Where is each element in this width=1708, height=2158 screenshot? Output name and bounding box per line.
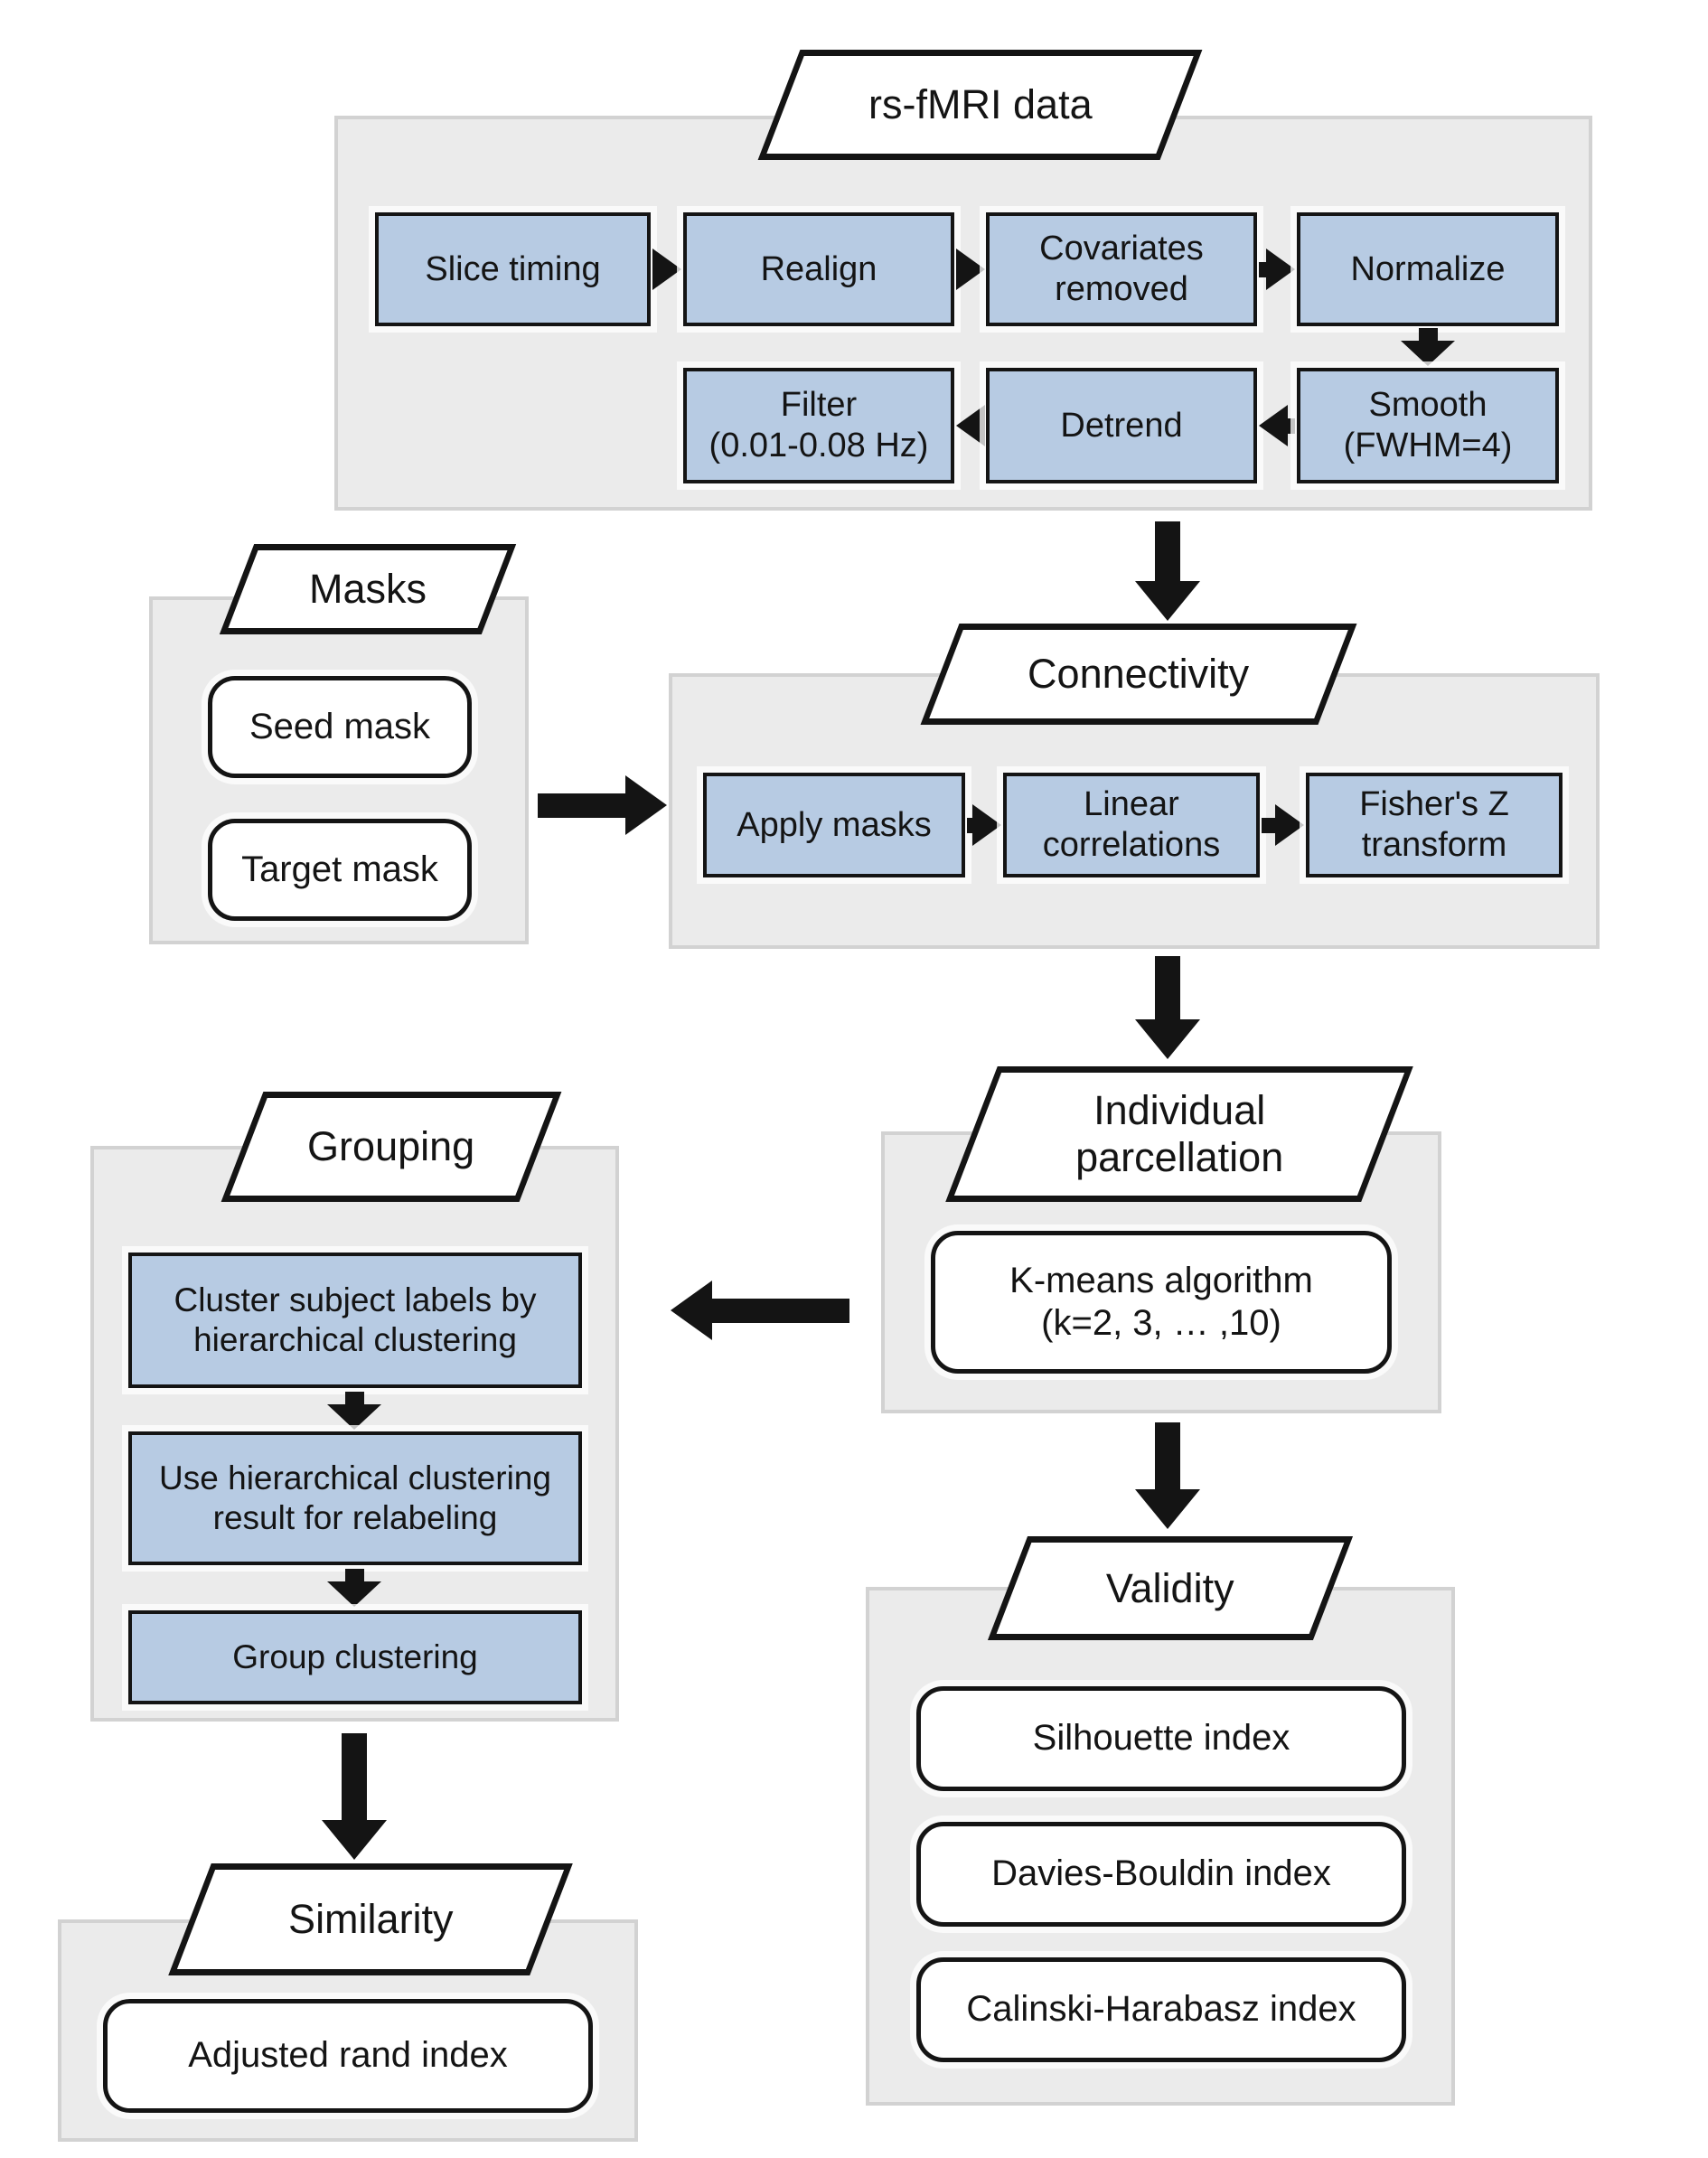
- validity-title: Validity: [1106, 1564, 1234, 1611]
- step-smooth: Smooth (FWHM=4): [1297, 368, 1559, 483]
- step-group-clustering: Group clustering: [128, 1610, 582, 1704]
- arrow-slicetiming-to-realign: [652, 249, 681, 290]
- grouping-title-parallelogram: Grouping: [221, 1092, 562, 1202]
- similarity-title-parallelogram: Similarity: [168, 1863, 573, 1975]
- davies-bouldin-index-box: Davies-Bouldin index: [916, 1822, 1406, 1927]
- step-linear-correlations: Linear correlations: [1003, 773, 1260, 877]
- adjusted-rand-index-box: Adjusted rand index: [103, 1999, 593, 2113]
- step-slice-timing: Slice timing: [375, 212, 651, 326]
- connectivity-title-parallelogram: Connectivity: [920, 624, 1357, 725]
- arrow-smooth-to-detrend: [1259, 405, 1295, 446]
- similarity-title: Similarity: [287, 1896, 454, 1943]
- step-filter: Filter (0.01-0.08 Hz): [683, 368, 954, 483]
- parcellation-title: Individual parcellation: [1075, 1087, 1284, 1180]
- arrow-cluster-to-relabel: [327, 1392, 381, 1430]
- step-detrend: Detrend: [986, 368, 1257, 483]
- arrow-preprocessing-to-connectivity: [1135, 521, 1200, 621]
- step-fisher-z-transform: Fisher's Z transform: [1306, 773, 1563, 877]
- parcellation-title-parallelogram: Individual parcellation: [945, 1066, 1413, 1202]
- connectivity-title: Connectivity: [1028, 651, 1250, 698]
- step-cluster-subject-labels: Cluster subject labels by hierarchical c…: [128, 1253, 582, 1388]
- arrow-connectivity-to-parcellation: [1135, 956, 1200, 1059]
- arrow-relabel-to-groupclustering: [327, 1569, 381, 1607]
- arrow-parcellation-to-grouping: [671, 1281, 849, 1340]
- arrow-linear-to-fisherz: [1262, 804, 1304, 846]
- arrow-normalize-to-smooth: [1401, 328, 1455, 366]
- arrow-covariates-to-normalize: [1259, 249, 1295, 290]
- masks-title: Masks: [308, 566, 427, 613]
- validity-title-parallelogram: Validity: [987, 1536, 1354, 1640]
- seed-mask-box: Seed mask: [208, 676, 472, 778]
- target-mask-box: Target mask: [208, 819, 472, 921]
- step-apply-masks: Apply masks: [703, 773, 965, 877]
- calinski-harabasz-index-box: Calinski-Harabasz index: [916, 1957, 1406, 2062]
- step-relabeling: Use hierarchical clustering result for r…: [128, 1431, 582, 1565]
- arrow-applymasks-to-linear: [967, 804, 1001, 846]
- masks-title-parallelogram: Masks: [219, 544, 517, 634]
- step-covariates-removed: Covariates removed: [986, 212, 1257, 326]
- step-realign: Realign: [683, 212, 954, 326]
- kmeans-box: K-means algorithm (k=2, 3, … ,10): [931, 1231, 1392, 1374]
- preprocessing-title: rs-fMRI data: [868, 81, 1093, 128]
- preprocessing-title-parallelogram: rs-fMRI data: [757, 50, 1203, 160]
- arrow-detrend-to-filter: [956, 405, 985, 446]
- arrow-masks-to-connectivity: [538, 775, 667, 835]
- arrow-grouping-to-similarity: [322, 1733, 387, 1860]
- silhouette-index-box: Silhouette index: [916, 1686, 1406, 1791]
- arrow-parcellation-to-validity: [1135, 1422, 1200, 1529]
- grouping-title: Grouping: [307, 1123, 475, 1170]
- arrow-realign-to-covariates: [956, 249, 985, 290]
- step-normalize: Normalize: [1297, 212, 1559, 326]
